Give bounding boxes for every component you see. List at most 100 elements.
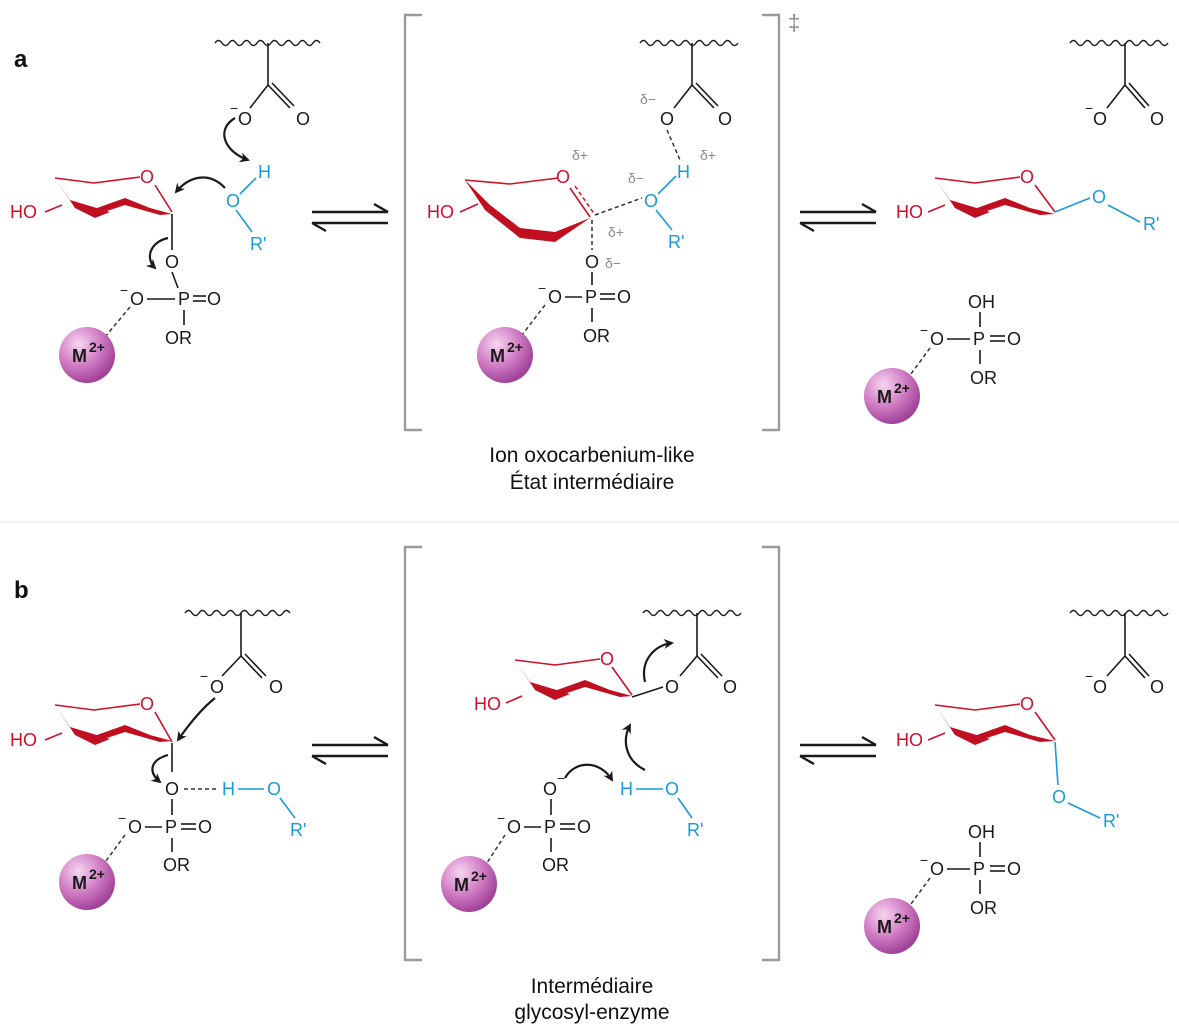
panel-b-reactant: O − O O HO O H O R' P O − O OR M 2+	[10, 609, 306, 910]
svg-text:OH: OH	[968, 822, 995, 842]
svg-text:H: H	[620, 779, 633, 799]
svg-text:O: O	[507, 817, 521, 837]
svg-text:R': R'	[1103, 811, 1119, 831]
svg-text:δ−: δ−	[628, 170, 644, 186]
arrow	[145, 236, 169, 270]
svg-text:O: O	[226, 191, 240, 211]
svg-text:O: O	[556, 167, 570, 187]
svg-text:O: O	[1020, 694, 1034, 714]
svg-text:H: H	[258, 162, 271, 182]
svg-text:2+: 2+	[89, 866, 105, 882]
svg-text:O: O	[1150, 677, 1164, 697]
svg-text:δ+: δ+	[608, 224, 624, 240]
svg-text:−: −	[920, 322, 928, 338]
panel-b-product: O − O O HO O R' OH P O − O OR M 2+	[864, 609, 1169, 954]
ts-symbol: ‡	[788, 10, 800, 35]
svg-text:HO: HO	[474, 694, 501, 714]
arrow	[223, 117, 250, 163]
metal-ion: M 2+	[864, 368, 920, 424]
svg-text:2+: 2+	[471, 868, 487, 884]
svg-text:M: M	[877, 387, 892, 407]
svg-text:OR: OR	[542, 855, 569, 875]
svg-text:OR: OR	[163, 855, 190, 875]
metal-ion: M 2+	[59, 327, 115, 383]
panel-a-transition-state: ‡ O O δ− H δ+ O R' δ− O δ+ HO δ+ O δ− P …	[403, 10, 800, 494]
svg-text:P: P	[973, 329, 985, 349]
svg-text:O: O	[585, 252, 599, 272]
svg-text:O: O	[1150, 109, 1164, 129]
svg-text:OH: OH	[968, 292, 995, 312]
svg-text:OR: OR	[583, 326, 610, 346]
svg-text:M: M	[877, 917, 892, 937]
svg-text:O: O	[269, 677, 283, 697]
svg-text:OR: OR	[970, 368, 997, 388]
svg-text:O: O	[1093, 677, 1107, 697]
arrow	[174, 176, 226, 194]
svg-text:−: −	[497, 810, 505, 826]
svg-text:O: O	[165, 252, 179, 272]
panel-b-caption-line2: glycosyl-enzyme	[514, 1001, 669, 1024]
svg-text:HO: HO	[896, 202, 923, 222]
svg-text:O: O	[548, 287, 562, 307]
svg-text:−: −	[1085, 100, 1093, 116]
equilibrium-arrow	[311, 735, 389, 766]
svg-text:O: O	[128, 817, 142, 837]
svg-text:M: M	[490, 346, 505, 366]
svg-text:O: O	[1092, 187, 1106, 207]
svg-text:O: O	[543, 779, 557, 799]
svg-text:−: −	[557, 770, 565, 786]
svg-text:O: O	[238, 109, 252, 129]
svg-text:O: O	[644, 191, 658, 211]
svg-text:O: O	[165, 779, 179, 799]
metal-ion: M 2+	[59, 854, 115, 910]
svg-text:2+: 2+	[507, 339, 523, 355]
svg-text:H: H	[222, 779, 235, 799]
panel-a-caption-line1: Ion oxocarbenium-like	[489, 444, 694, 467]
svg-text:−: −	[230, 100, 238, 116]
svg-text:O: O	[140, 694, 154, 714]
svg-text:HO: HO	[427, 202, 454, 222]
svg-text:O: O	[577, 817, 591, 837]
svg-text:P: P	[585, 287, 597, 307]
panel-a-reactant: O − O O HO O P O − O OR M 2+ H	[10, 39, 321, 383]
panel-a-caption-line2: État intermédiaire	[510, 471, 675, 494]
equilibrium-arrow	[799, 735, 877, 766]
metal-ion: M 2+	[441, 856, 497, 912]
panel-b-intermediate: O O O HO H O R' O − P O − O OR M 2+	[403, 545, 781, 1024]
svg-text:O: O	[1093, 109, 1107, 129]
svg-text:δ−: δ−	[605, 255, 621, 271]
metal-ion: M 2+	[477, 327, 533, 383]
svg-text:O: O	[930, 859, 944, 879]
svg-text:HO: HO	[10, 202, 37, 222]
svg-text:OR: OR	[165, 328, 192, 348]
svg-text:O: O	[665, 677, 679, 697]
svg-text:O: O	[665, 779, 679, 799]
svg-text:P: P	[973, 859, 985, 879]
svg-text:O: O	[600, 649, 614, 669]
svg-text:O: O	[660, 109, 674, 129]
svg-text:O: O	[1052, 787, 1066, 807]
svg-text:OR: OR	[970, 898, 997, 918]
svg-text:H: H	[677, 162, 690, 182]
equilibrium-arrow	[799, 202, 877, 233]
panel-b-caption-line1: Intermédiaire	[531, 975, 654, 998]
svg-text:O: O	[198, 817, 212, 837]
svg-text:R': R'	[250, 234, 266, 254]
svg-text:P: P	[544, 817, 556, 837]
panel-a-label: a	[14, 46, 28, 73]
svg-text:2+: 2+	[89, 339, 105, 355]
svg-text:O: O	[930, 329, 944, 349]
svg-text:δ+: δ+	[700, 147, 716, 163]
metal-ion: M 2+	[864, 898, 920, 954]
svg-text:R': R'	[1143, 214, 1159, 234]
svg-text:O: O	[1007, 329, 1021, 349]
panel-a-product: O − O O HO O R' OH P O − O OR M 2+	[864, 39, 1169, 424]
sugar-ring: O HO	[10, 167, 173, 222]
svg-text:−: −	[118, 810, 126, 826]
svg-text:−: −	[920, 852, 928, 868]
svg-text:2+: 2+	[894, 380, 910, 396]
svg-text:O: O	[130, 289, 144, 309]
svg-text:O: O	[210, 677, 224, 697]
svg-text:M: M	[454, 875, 469, 895]
svg-text:−: −	[120, 282, 128, 298]
